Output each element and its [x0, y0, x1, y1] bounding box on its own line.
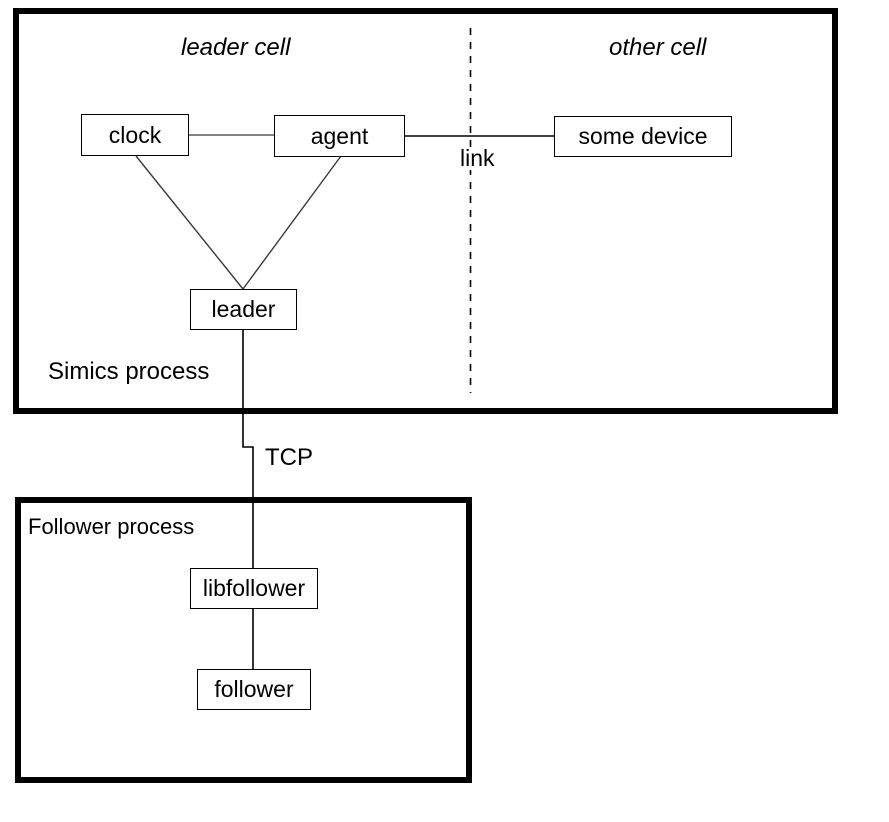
- cell-title-leader-cell: leader cell: [181, 34, 291, 61]
- cell-title-other-cell: other cell: [609, 34, 707, 61]
- edge-label-tcp: TCP: [263, 444, 315, 471]
- group-label-follower-process: Follower process: [28, 514, 195, 539]
- node-some-device[interactable]: some device: [554, 116, 732, 157]
- group-follower-process: [15, 497, 472, 783]
- edge-label-link: link: [458, 145, 497, 171]
- node-leader[interactable]: leader: [190, 289, 297, 330]
- node-some-device-label: some device: [578, 123, 708, 149]
- node-clock[interactable]: clock: [81, 114, 189, 156]
- group-simics-process: [13, 8, 838, 414]
- node-agent[interactable]: agent: [274, 115, 405, 157]
- node-libfollower[interactable]: libfollower: [190, 568, 318, 609]
- node-leader-label: leader: [211, 296, 276, 322]
- node-agent-label: agent: [310, 122, 369, 149]
- node-clock-label: clock: [108, 121, 162, 148]
- group-label-simics-process: Simics process: [48, 358, 210, 385]
- node-follower[interactable]: follower: [197, 669, 311, 710]
- node-follower-label: follower: [214, 676, 294, 702]
- node-libfollower-label: libfollower: [202, 575, 306, 601]
